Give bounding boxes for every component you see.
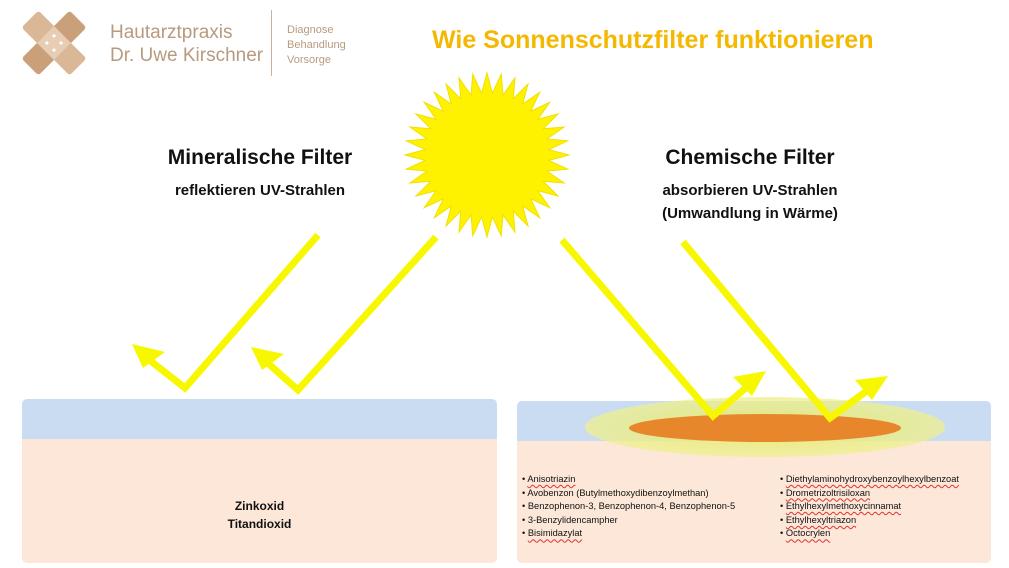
mineral-skin-layer: [22, 439, 497, 563]
chemical-filter-subheading-note: (Umwandlung in Wärme): [662, 205, 838, 222]
logo-tagline-behandlung: Behandlung: [287, 39, 346, 51]
absorbed-ray-arrowhead-2: [855, 376, 888, 400]
chemical-ingredients-list-left: Anisotriazin Avobenzon (Butylmethoxydibe…: [522, 473, 735, 541]
mineral-filter-subheading: reflektieren UV-Strahlen: [174, 182, 346, 199]
list-item: Anisotriazin: [522, 473, 735, 487]
chemical-filter-subheading: absorbieren UV-Strahlen: [662, 182, 838, 199]
reflected-ray-arrowhead-2: [251, 347, 284, 370]
list-item: 3-Benzylidencampher: [522, 514, 735, 528]
list-item: Ethylhexyltriazon: [780, 514, 959, 528]
logo-divider: [271, 10, 272, 76]
logo-practice-name: Hautarztpraxis: [110, 22, 233, 43]
reflected-ray-arrowhead-1: [132, 344, 165, 368]
reflected-ray-arrow-2: [259, 234, 439, 395]
mineral-filter-layer: [22, 399, 497, 439]
list-item: Ethylhexylmethoxycinnamat: [780, 500, 959, 514]
sun-icon: [403, 71, 571, 239]
list-item: Benzophenon-3, Benzophenon-4, Benzopheno…: [522, 500, 735, 514]
logo-doctor-name: Dr. Uwe Kirschner: [110, 45, 264, 66]
mineral-ingredient-zinkoxid: Zinkoxid: [234, 499, 285, 513]
absorption-core: [629, 414, 901, 442]
practice-logo-icon: [22, 11, 86, 75]
mineral-filter-heading: Mineralische Filter: [167, 146, 353, 169]
absorbed-ray-arrow-2: [680, 239, 871, 423]
mineral-ingredient-titandioxid: Titandioxid: [227, 517, 292, 531]
slide-title: Wie Sonnenschutzfilter funktionieren: [432, 26, 874, 54]
absorbed-ray-arrowhead-1: [733, 371, 766, 396]
reflected-ray-arrow-1: [140, 232, 321, 393]
list-item: Octocrylen: [780, 527, 959, 541]
absorbed-ray-arrow-1: [559, 237, 751, 421]
list-item: Avobenzon (Butylmethoxydibenzoylmethan): [522, 487, 735, 501]
chemical-ingredients-list-right: Diethylaminohydroxybenzoylhexylbenzoat D…: [780, 473, 959, 541]
list-item: Drometrizoltrisiloxan: [780, 487, 959, 501]
list-item: Diethylaminohydroxybenzoylhexylbenzoat: [780, 473, 959, 487]
logo-tagline-vorsorge: Vorsorge: [287, 54, 332, 66]
logo-tagline-diagnose: Diagnose: [287, 24, 334, 36]
chemical-filter-heading: Chemische Filter: [665, 146, 835, 169]
list-item: Bisimidazylat: [522, 527, 735, 541]
